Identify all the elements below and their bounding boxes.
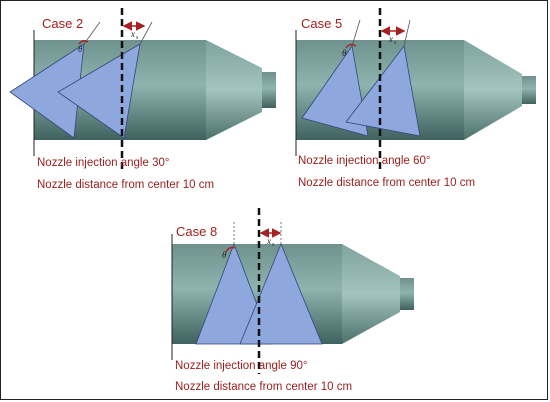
panel-case-8: x s θ Case 8 Nozzle injection angle 90° …: [171, 208, 414, 393]
caption-distance: Nozzle distance from center 10 cm: [175, 381, 352, 393]
panel-case-5: x s θ Case 5 Nozzle injection angle 60° …: [295, 8, 536, 189]
distance-subscript: s: [272, 242, 275, 248]
pipe-outlet: [522, 76, 536, 104]
spray-cone: [301, 44, 369, 137]
pipe-outlet: [262, 72, 276, 108]
distance-symbol: x: [388, 34, 393, 44]
angle-symbol: θ: [342, 48, 347, 58]
caption-distance: Nozzle distance from center 10 cm: [37, 179, 214, 191]
panel-case-2: x s θ Case 2 Nozzle injection angle 30° …: [9, 8, 276, 191]
distance-symbol: x: [130, 29, 135, 39]
caption-angle: Nozzle injection angle 30°: [37, 157, 169, 169]
spray-cone: [239, 242, 323, 345]
case-title: Case 2: [42, 16, 83, 31]
pipe-cone: [342, 244, 400, 344]
distance-subscript: s: [394, 40, 397, 46]
angle-symbol: θ: [222, 250, 227, 260]
distance-subscript: s: [136, 35, 139, 41]
spray-cone: [345, 45, 421, 137]
case-title: Case 8: [176, 224, 217, 239]
case-title: Case 5: [301, 16, 342, 31]
pipe-cone: [464, 40, 522, 140]
pipe-outlet: [400, 278, 414, 310]
caption-distance: Nozzle distance from center 10 cm: [298, 177, 475, 189]
caption-angle: Nozzle injection angle 90°: [175, 360, 307, 372]
distance-symbol: x: [266, 236, 271, 246]
caption-angle: Nozzle injection angle 60°: [298, 155, 430, 167]
angle-symbol: θ: [78, 44, 83, 54]
pipe-cone: [206, 40, 262, 140]
spray-cone: [57, 43, 141, 139]
